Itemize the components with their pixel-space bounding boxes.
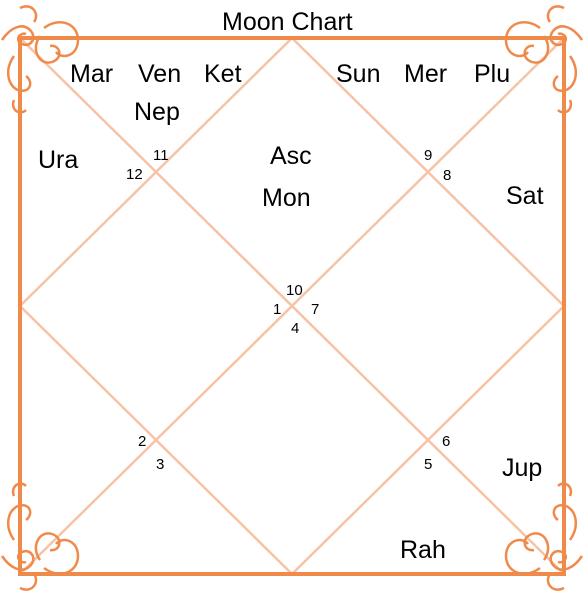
planet-mar: Mar [70,62,113,87]
planet-ket: Ket [204,62,242,87]
planet-ura: Ura [38,148,78,173]
house-number-9: 9 [424,148,432,163]
house-dividers [20,38,564,574]
corner-swirl-icon-top-right [506,6,582,112]
planet-sun: Sun [336,62,380,87]
planet-asc: Asc [270,144,312,169]
house-number-1: 1 [273,302,281,317]
planet-sat: Sat [506,184,544,209]
planet-ven: Ven [138,62,181,87]
house-number-11: 11 [153,148,169,163]
house-number-2: 2 [138,434,146,449]
house-number-5: 5 [424,457,432,472]
planet-nep: Nep [134,100,180,125]
house-number-8: 8 [443,168,451,183]
house-number-6: 6 [442,434,450,449]
house-number-10: 10 [286,283,303,298]
chart-title: Moon Chart [222,10,353,35]
planet-mer: Mer [404,62,447,87]
house-number-3: 3 [156,457,164,472]
planet-jup: Jup [502,456,542,481]
house-number-12: 12 [126,167,143,182]
planet-mon: Mon [262,186,311,211]
house-number-4: 4 [291,321,299,336]
planet-rah: Rah [400,538,446,563]
corner-swirl-icon-top-left [2,6,78,112]
planet-plu: Plu [474,62,510,87]
house-number-7: 7 [311,302,319,317]
